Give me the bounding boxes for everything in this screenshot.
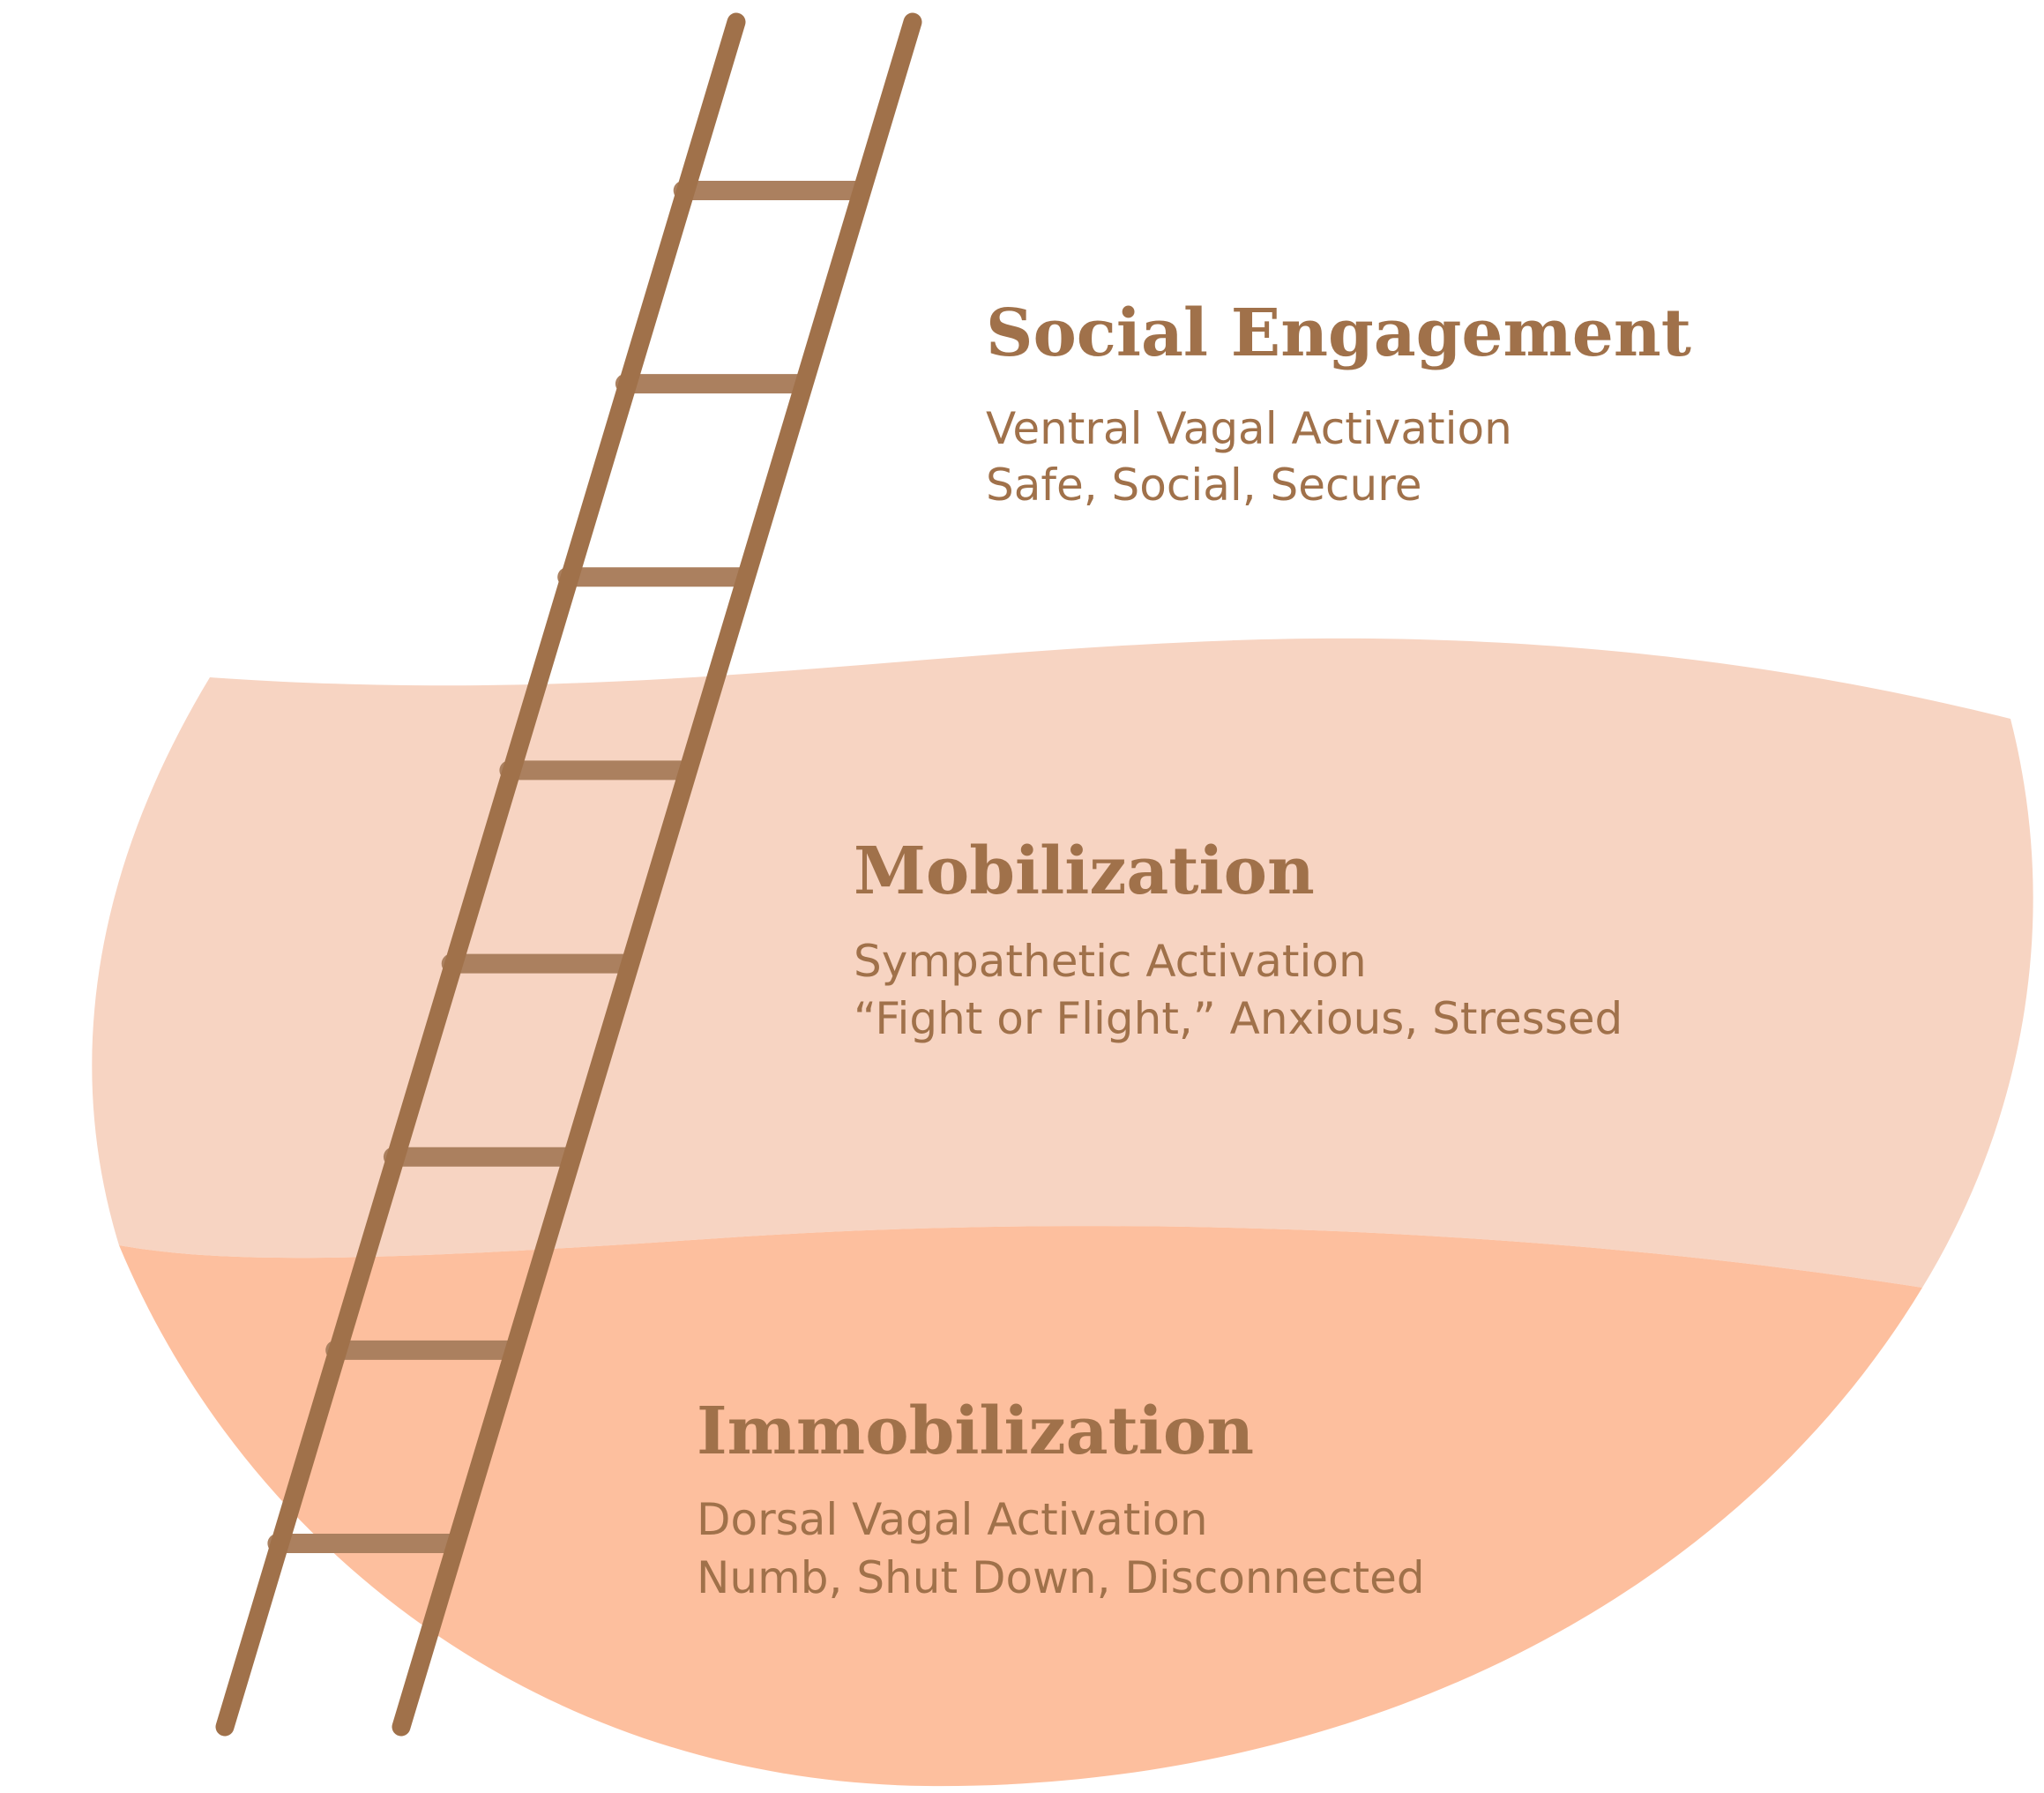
social-engagement-title: Social Engagement xyxy=(986,295,1691,371)
social-engagement-description-1: Ventral Vagal Activation xyxy=(986,403,1512,454)
immobilization-description-2: Numb, Shut Down, Disconnected xyxy=(697,1552,1425,1603)
mobilization-label-group: Mobilization Sympathetic Activation “Fig… xyxy=(854,833,1623,1044)
social-engagement-label-group: Social Engagement Ventral Vagal Activati… xyxy=(986,295,1691,511)
mobilization-description-2: “Fight or Flight,” Anxious, Stressed xyxy=(854,993,1623,1044)
immobilization-description-1: Dorsal Vagal Activation xyxy=(697,1494,1208,1545)
ladder-left-rail xyxy=(215,12,746,1737)
immobilization-title: Immobilization xyxy=(697,1393,1254,1469)
immobilization-band xyxy=(119,1226,1922,1787)
immobilization-label-group: Immobilization Dorsal Vagal Activation N… xyxy=(697,1393,1425,1603)
ladder xyxy=(215,12,922,1737)
ladder-right-rail xyxy=(392,12,922,1737)
mobilization-description-1: Sympathetic Activation xyxy=(854,936,1367,987)
social-engagement-description-2: Safe, Social, Secure xyxy=(986,459,1421,511)
mobilization-title: Mobilization xyxy=(854,833,1315,909)
